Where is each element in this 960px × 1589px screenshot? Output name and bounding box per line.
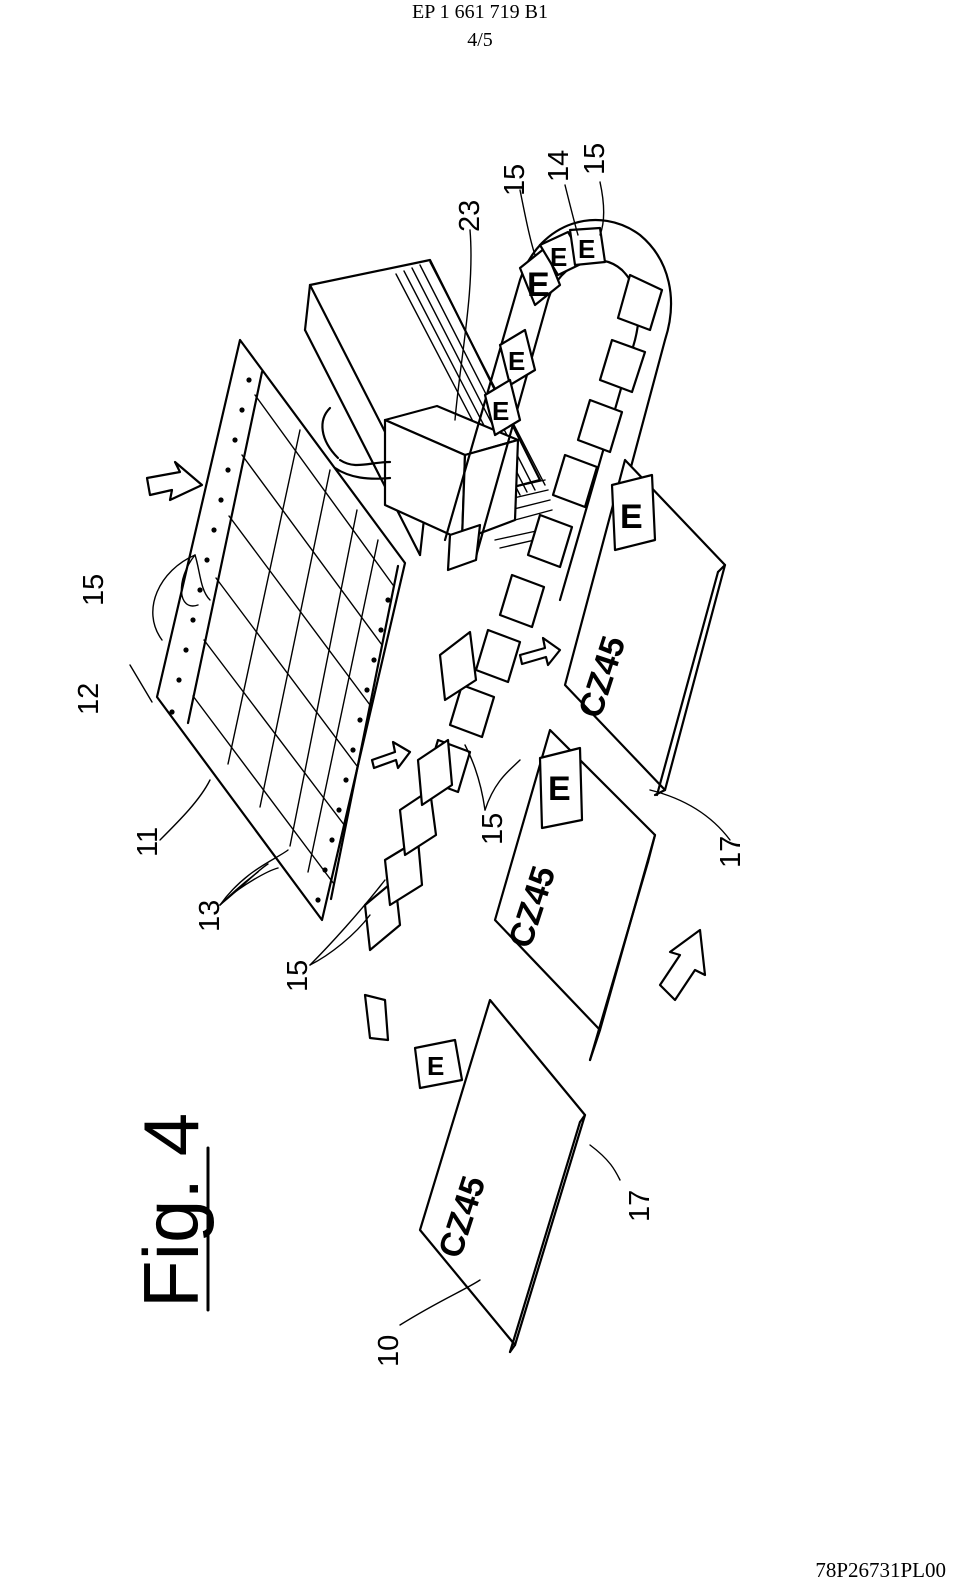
svg-text:E: E [527,266,550,304]
leader-15-top-a [152,554,196,641]
leader-14 [564,184,579,236]
booklet-left: CZ45 [418,998,587,1354]
leader-11 [159,779,211,841]
label-14: 14 [543,150,575,182]
sheet-grid-rows [192,394,394,885]
label-15-mid: 15 [477,813,509,845]
leader-lines [129,181,731,1326]
leader-17-a [589,1144,621,1181]
svg-text:E: E [620,498,643,536]
reference-numerals: 12 15 11 13 15 15 23 15 14 15 17 10 17 [73,143,747,1367]
leader-15-left [309,914,371,966]
leader-15-mid [484,759,521,811]
svg-text:E: E [578,234,595,264]
svg-text:E: E [548,770,571,808]
booklet-right: E CZ45 [563,458,727,797]
label-11: 11 [132,827,164,857]
leader-13 [219,849,289,906]
svg-text:E: E [508,346,525,376]
belt-card-e-3: E [568,226,607,267]
left-card-row: E [363,523,482,1090]
document-code-footer: 78P26731PL00 [815,1558,946,1582]
svg-text:E: E [492,396,509,426]
flow-arrows [145,460,707,1002]
booklet-right-card-e: E [610,473,657,552]
patent-number-header: EP 1 661 719 B1 [412,1,548,23]
label-15-top: 15 [78,574,110,606]
label-15-left: 15 [282,960,314,992]
label-17-b: 17 [715,836,747,868]
label-10: 10 [373,1335,405,1367]
leader-12 [129,664,153,703]
booklet-middle: E CZ45 [493,728,657,1062]
leader-15-right-b [599,181,605,236]
loose-card-e: E [413,1038,464,1090]
sheet-grid-columns [227,429,379,873]
conveyor-belt: E E E E E [424,218,673,794]
belt-card-e-5: E [483,378,522,437]
leader-15-right-a [519,189,536,256]
figure-title: Fig. 4 [127,1113,215,1312]
label-13: 13 [194,900,226,932]
sheet-number: 4/5 [467,29,493,51]
figure-title-text: Fig. 4 [127,1113,215,1308]
label-12: 12 [73,683,105,715]
sprocket-holes [169,377,391,903]
booklet-middle-card-e: E [538,746,584,830]
sheet-stack-edges [395,261,553,549]
printer-box [321,404,520,542]
label-15-right-a: 15 [499,164,531,196]
svg-text:E: E [427,1051,444,1081]
label-23: 23 [454,200,486,232]
label-15-right-b: 15 [579,143,611,175]
label-17-a: 17 [624,1190,656,1222]
perforated-sheet [155,338,407,922]
leader-17-b [649,789,731,841]
belt-card-e-4: E [498,328,537,387]
leader-10 [399,1279,481,1326]
leader-23 [454,229,472,421]
svg-text:E: E [550,242,567,272]
